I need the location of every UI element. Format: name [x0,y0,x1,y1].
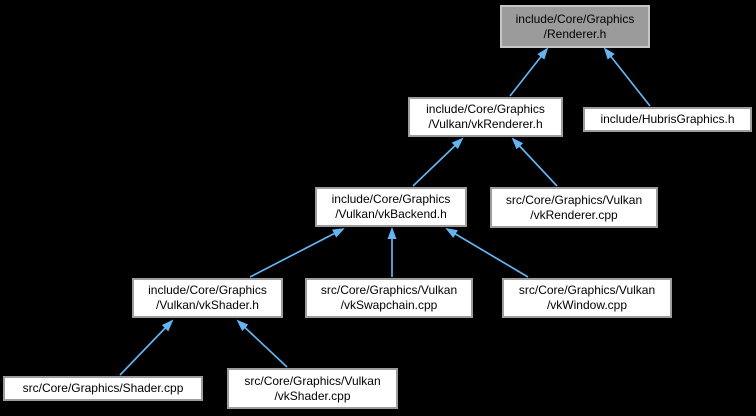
node-label-line: include/Core/Graphics [426,102,545,116]
node-label-line: /Vulkan/vkShader.h [156,298,259,312]
node-label-line: /Renderer.h [543,26,607,41]
node-label-line: include/Core/Graphics [331,192,451,206]
node-label-line: src/Core/Graphics/Shader.cpp [22,381,184,395]
dependency-arrow-vkbackend-h-to-vkrenderer-h [412,137,464,187]
graph-node-vkshader-h[interactable]: include/Core/Graphics/Vulkan/vkShader.h [132,278,283,318]
dependency-arrow-hubris-graphics-h-to-renderer-h [603,47,651,107]
graph-node-shader-cpp[interactable]: src/Core/Graphics/Shader.cpp [3,376,203,401]
dependency-arrow-shader-cpp-to-vkshader-h [119,319,174,376]
node-label-line: /Vulkan/vkRenderer.h [428,117,543,131]
node-label-line: src/Core/Graphics/Vulkan [320,283,458,297]
dependency-arrow-vkrenderer-cpp-to-vkrenderer-h [511,137,558,187]
dependency-arrow-vkshader-cpp-to-vkshader-h [236,319,288,368]
node-label-line: src/Core/Graphics/Vulkan [244,373,381,388]
node-label-line: /vkWindow.cpp [546,298,628,312]
dependency-arrow-vkrenderer-h-to-renderer-h [509,47,549,97]
node-label-line: include/Core/Graphics [515,11,635,26]
dependency-arrow-vkwindow-cpp-to-vkbackend-h [445,227,529,278]
graph-node-vkrenderer-h[interactable]: include/Core/Graphics/Vulkan/vkRenderer.… [408,97,563,137]
node-label-line: src/Core/Graphics/Vulkan [518,283,656,297]
node-label-line: include/Core/Graphics [148,283,267,297]
dependency-arrow-vkshader-h-to-vkbackend-h [249,228,345,278]
graph-node-hubris-graphics-h[interactable]: include/HubrisGraphics.h [583,107,752,132]
graph-node-vkwindow-cpp[interactable]: src/Core/Graphics/Vulkan/vkWindow.cpp [502,278,672,318]
graph-node-vkswapchain-cpp[interactable]: src/Core/Graphics/Vulkan/vkSwapchain.cpp [305,278,473,318]
node-label-line: src/Core/Graphics/Vulkan [505,192,643,207]
node-label-line: /Vulkan/vkBackend.h [335,207,447,221]
graph-node-vkrenderer-cpp[interactable]: src/Core/Graphics/Vulkan/vkRenderer.cpp [490,187,658,228]
node-label-line: /vkShader.cpp [274,388,351,403]
node-label-line: include/HubrisGraphics.h [600,112,735,126]
node-label-line: /vkRenderer.cpp [530,207,618,222]
graph-node-vkbackend-h[interactable]: include/Core/Graphics/Vulkan/vkBackend.h [315,187,467,227]
graph-node-renderer-h: include/Core/Graphics/Renderer.h [500,5,650,48]
graph-node-vkshader-cpp[interactable]: src/Core/Graphics/Vulkan/vkShader.cpp [227,368,398,409]
node-label-line: /vkSwapchain.cpp [340,298,438,312]
